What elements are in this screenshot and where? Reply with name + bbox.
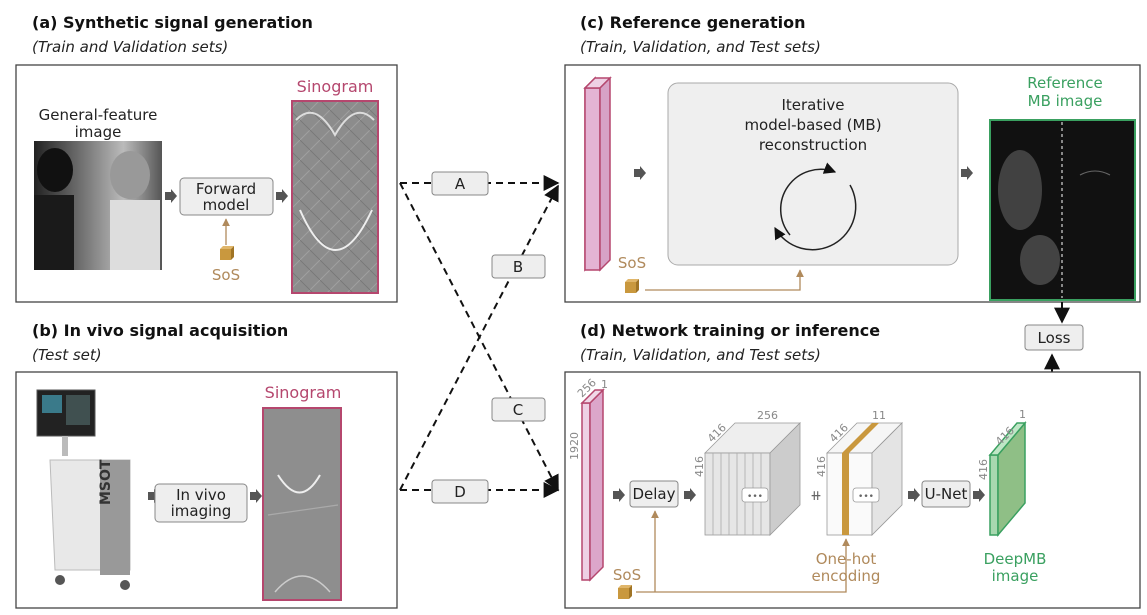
mb-reconstruction-box xyxy=(667,82,959,266)
sinogram-label: Sinogram xyxy=(265,383,342,402)
image-label-line1: General-feature xyxy=(39,106,158,124)
reference-label-line1: Reference xyxy=(1027,74,1103,92)
panel-c-subtitle: (Train, Validation, and Test sets) xyxy=(580,38,821,56)
sos-cube-icon xyxy=(618,585,632,599)
dim-label: 416 xyxy=(815,456,828,477)
panel-b-subtitle: (Test set) xyxy=(32,346,102,364)
image-label-line2: image xyxy=(75,123,122,141)
one-hot-stack xyxy=(826,422,903,536)
panel-a: (a) Synthetic signal generation (Train a… xyxy=(15,13,398,303)
forward-model-line2: model xyxy=(203,196,250,214)
dim-label: 1 xyxy=(601,378,608,391)
route-a-box xyxy=(431,171,489,196)
route-b-box xyxy=(491,254,546,279)
sos-label: SoS xyxy=(212,266,240,284)
in-vivo-line2: imaging xyxy=(171,502,232,520)
in-vivo-line1: In vivo xyxy=(176,486,226,504)
concat-icon: ⧺ xyxy=(810,488,822,504)
route-b-label: B xyxy=(513,258,523,276)
panel-c: (c) Reference generation (Train, Validat… xyxy=(564,13,1141,303)
in-vivo-sinogram-image xyxy=(262,407,342,601)
route-c-box xyxy=(491,397,546,422)
panel-d: (d) Network training or inference (Train… xyxy=(564,321,1141,609)
panel-a-subtitle: (Train and Validation sets) xyxy=(32,38,228,56)
unet-box xyxy=(921,480,971,508)
loss-label: Loss xyxy=(1038,329,1071,347)
dim-label: 1920 xyxy=(568,432,581,460)
delay-label: Delay xyxy=(632,485,675,503)
route-d-label: D xyxy=(454,483,466,501)
forward-model-line1: Forward xyxy=(196,180,256,198)
encoding-label-line2: encoding xyxy=(812,567,881,585)
route-a-label: A xyxy=(455,175,466,193)
dim-label: 416 xyxy=(977,459,990,480)
forward-model-box xyxy=(179,177,274,216)
panel-a-title: (a) Synthetic signal generation xyxy=(32,13,313,32)
sos-label: SoS xyxy=(618,254,646,272)
panel-b-title: (b) In vivo signal acquisition xyxy=(32,321,288,340)
deepmb-output-slab xyxy=(988,420,1027,538)
deepmb-label-line1: DeepMB xyxy=(984,550,1047,568)
ellipsis-icon: ••• xyxy=(747,492,763,502)
deepmb-label-line2: image xyxy=(992,567,1039,585)
mb-line2: model-based (MB) xyxy=(744,116,881,134)
mb-line1: Iterative xyxy=(781,96,844,114)
route-d-box xyxy=(431,479,489,504)
sinogram-label: Sinogram xyxy=(297,77,374,96)
device-brand-text: MSOT xyxy=(98,459,114,505)
sos-cube-icon xyxy=(220,246,234,260)
panel-d-title: (d) Network training or inference xyxy=(580,321,880,340)
iteration-cycle-icon xyxy=(774,162,857,251)
sos-cube-icon xyxy=(625,279,639,293)
sinogram-image xyxy=(291,100,379,294)
msot-device-image: MSOT xyxy=(36,389,131,590)
in-vivo-imaging-box xyxy=(154,483,248,523)
input-sinogram-slab xyxy=(580,388,605,582)
general-feature-photo xyxy=(34,141,162,270)
encoding-label-line1: One-hot xyxy=(816,550,877,568)
panel-c-title: (c) Reference generation xyxy=(580,13,805,32)
panel-d-subtitle: (Train, Validation, and Test sets) xyxy=(580,346,821,364)
sos-label: SoS xyxy=(613,566,641,584)
loss-box xyxy=(1024,324,1084,351)
panel-b: (b) In vivo signal acquisition (Test set… xyxy=(15,321,398,609)
reference-mb-image xyxy=(989,119,1136,301)
mb-line3: reconstruction xyxy=(759,136,867,154)
dim-label: 1 xyxy=(1019,408,1026,421)
ellipsis-icon: ••• xyxy=(858,492,874,502)
reference-label-line2: MB image xyxy=(1028,92,1103,110)
route-c-label: C xyxy=(513,401,523,419)
unet-label: U-Net xyxy=(925,485,968,503)
dim-label: 256 xyxy=(757,409,778,422)
routes: A B C D xyxy=(399,171,560,504)
delayed-signal-stack xyxy=(704,422,801,536)
delay-box xyxy=(629,480,679,508)
dim-label: 416 xyxy=(693,456,706,477)
dim-label: 11 xyxy=(872,409,886,422)
